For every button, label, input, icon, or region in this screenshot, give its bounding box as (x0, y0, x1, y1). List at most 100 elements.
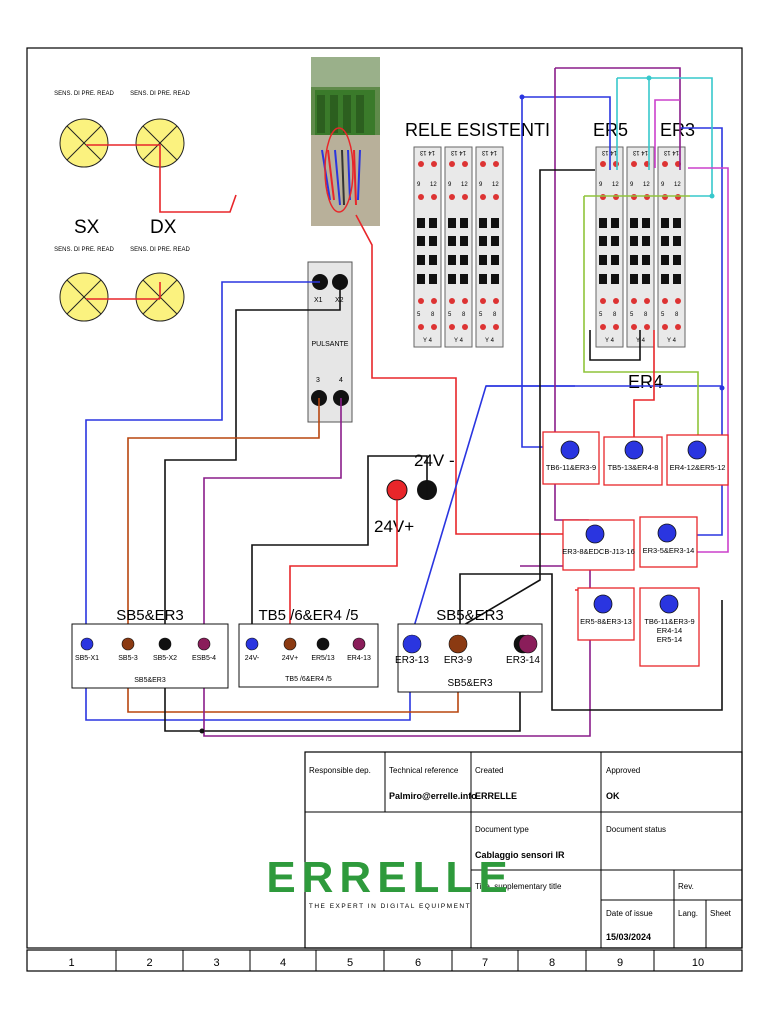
relay-pin-base: Y 4 (605, 338, 615, 344)
pulsante-pin-x1: X1 (314, 297, 323, 304)
ruler-column-number: 10 (692, 957, 704, 969)
terminal-block-footer: SB5&ER3 (134, 677, 166, 684)
relay-pin-9: 9 (479, 182, 483, 188)
ruler-column-number: 4 (280, 957, 286, 969)
terminal-pin-label: SB5-X2 (153, 655, 177, 662)
terminal-pin (352, 637, 366, 651)
ruler-column-number: 7 (482, 957, 488, 969)
pulsante-button-box: X1 X2 PULSANTE 3 4 (307, 261, 353, 423)
relay-pin-5: 5 (479, 312, 483, 318)
document-type-label: Document type (475, 825, 529, 834)
terminal-pin (402, 634, 422, 654)
connector-label: ER3-8&EDCB-J13-16 (562, 547, 635, 556)
relay-pin-top: 14 13 (601, 149, 617, 155)
terminal-pin-label: 24V+ (282, 655, 299, 662)
connector-pin (585, 524, 605, 544)
relay-title-er4: ER4 (628, 372, 663, 392)
connector-pin (593, 594, 613, 614)
terminal-block-title: TB5 /6&ER4 /5 (258, 607, 358, 624)
terminal-pin (80, 637, 94, 651)
supply-plus-label: 24V+ (374, 517, 414, 536)
relay-pin-9: 9 (417, 182, 421, 188)
relay-pin-9: 9 (448, 182, 452, 188)
terminal-block-title: SB5&ER3 (436, 607, 504, 624)
sensor-dx-top: SENS. DI PRE. READ (130, 91, 191, 168)
connector-label: TB6-11&ER3-9 (644, 617, 694, 626)
side-label-sx: SX (74, 217, 100, 238)
connector-label: ER3-5&ER3-14 (643, 546, 695, 555)
relay-pin-9: 9 (630, 182, 634, 188)
document-status-label: Document status (606, 825, 666, 834)
relay-pin-top: 14 13 (663, 149, 679, 155)
sensor-sx-top: SENS. DI PRE. READ (54, 91, 115, 168)
connector-label: ER4-14 (657, 626, 682, 635)
relay-pin-5: 5 (599, 312, 603, 318)
date-of-issue-label: Date of issue (606, 909, 653, 918)
connector-terminal: ER3-8&EDCB-J13-16 (562, 519, 635, 571)
date-of-issue-value: 15/03/2024 (606, 932, 651, 942)
title-block: Responsible dep. Technical reference Pal… (266, 751, 743, 949)
terminal-pin-label: SB5-3 (118, 655, 138, 662)
responsible-dep-label: Responsible dep. (309, 766, 371, 775)
relay-pin-base: Y 4 (454, 338, 464, 344)
relay-pin-8: 8 (644, 312, 648, 318)
relay-pin-base: Y 4 (636, 338, 646, 344)
terminal-block-footer: TB5 /6&ER4 /5 (285, 676, 332, 683)
terminal-pin-label: SB5-X1 (75, 655, 99, 662)
connector-label: ER4-12&ER5-12 (670, 463, 726, 472)
relay-pin-5: 5 (661, 312, 665, 318)
connector-pin (659, 594, 679, 614)
title-label: Title, supplementary title (475, 882, 562, 891)
terminal-pin-label: ER3-13 (395, 655, 429, 666)
terminal-pin (518, 634, 538, 654)
terminal-pin-label: ESB5-4 (192, 655, 216, 662)
terminal-pin-label: ER4-13 (347, 655, 371, 662)
relay-pin-base: Y 4 (485, 338, 495, 344)
relay-pin-12: 12 (492, 182, 499, 188)
document-type-value: Cablaggio sensori IR (475, 850, 565, 860)
sensor-sx-bottom: SENS. DI PRE. READ (54, 247, 115, 322)
relay-pin-top: 14 13 (481, 149, 497, 155)
terminal-pin-label: 24V- (245, 655, 260, 662)
ruler-column-number: 2 (146, 957, 152, 969)
supply-plus-terminal (386, 479, 408, 501)
sensor-group: SENS. DI PRE. READ SENS. DI PRE. READ SE… (54, 91, 237, 322)
relay-pin-base: Y 4 (423, 338, 433, 344)
logo-wordmark: ERRELLE (266, 853, 513, 902)
connector-terminal: TB6-11&ER3-9 (542, 431, 600, 485)
connector-label: TB6-11&ER3-9 (546, 463, 596, 472)
connector-terminal: ER4-12&ER5-12 (666, 434, 729, 486)
relay-pin-base: Y 4 (667, 338, 677, 344)
relay-pin-5: 5 (448, 312, 452, 318)
terminal-block-title: SB5&ER3 (116, 607, 184, 624)
connector-label: ER5-8&ER3-13 (580, 617, 632, 626)
wiring-photo (311, 57, 380, 226)
relay-pin-12: 12 (612, 182, 619, 188)
relay-pin-12: 12 (674, 182, 681, 188)
connector-label: ER5-14 (657, 635, 682, 644)
ruler-column-number: 6 (415, 957, 421, 969)
relay-pin-12: 12 (461, 182, 468, 188)
connector-pin (657, 523, 677, 543)
connector-label: TB5-13&ER4-8 (608, 463, 659, 472)
sensor-label: SENS. DI PRE. READ (54, 247, 114, 253)
pulsante-title: PULSANTE (312, 341, 349, 348)
technical-reference-value: Palmiro@errelle.info (389, 791, 477, 801)
terminal-pin (448, 634, 468, 654)
relay-pin-top: 14 13 (632, 149, 648, 155)
ruler-column-number: 8 (549, 957, 555, 969)
logo-tagline: THE EXPERT IN DIGITAL EQUIPMENT (309, 903, 471, 910)
power-supply-terminals: 24V - 24V+ (374, 451, 455, 536)
terminal-pin (283, 637, 297, 651)
connector-pin (624, 440, 644, 460)
